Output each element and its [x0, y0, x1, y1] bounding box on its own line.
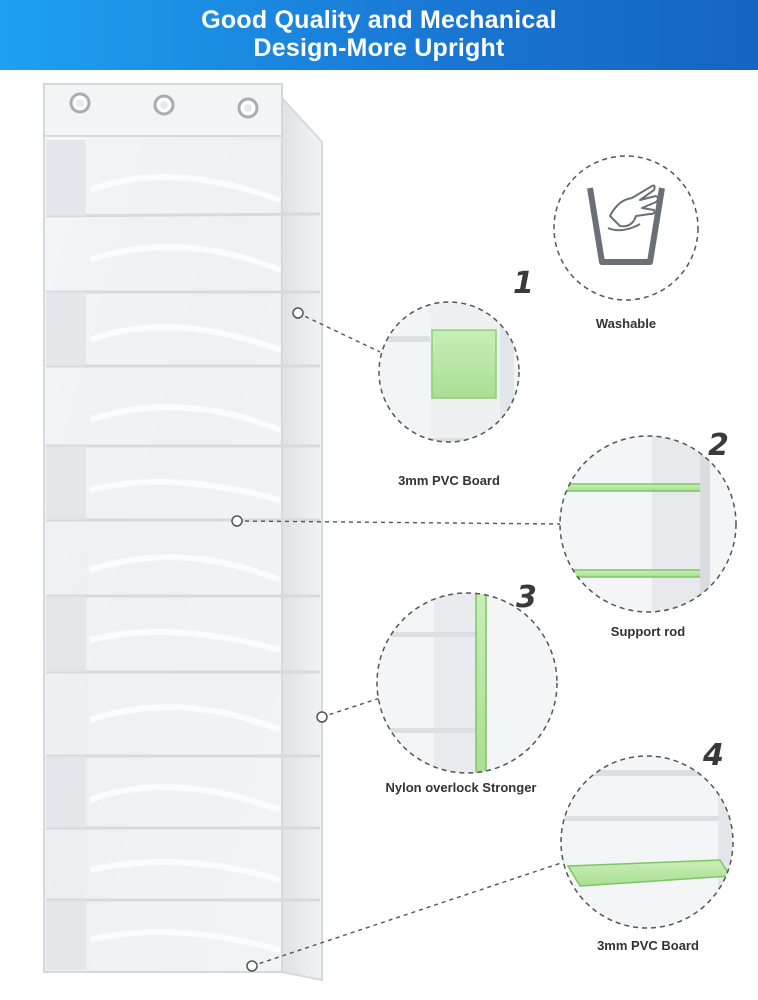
banner-title-line-1: Good Quality and Mechanical — [201, 6, 557, 34]
grommet-hole — [237, 97, 259, 119]
callout-anchor-2 — [231, 515, 243, 527]
grommet-hole — [153, 94, 175, 116]
hand-wash-basin-icon — [587, 184, 665, 265]
callout-anchor-1 — [292, 307, 304, 319]
caption-pvc-board-4: 3mm PVC Board — [597, 938, 699, 953]
pvc-board-callout-1 — [378, 301, 520, 443]
callout-anchor-3 — [316, 711, 328, 723]
caption-support-rod: Support rod — [610, 624, 686, 639]
washable-callout — [553, 155, 699, 301]
support-rod-callout-2 — [559, 435, 737, 613]
caption-pvc-board-1: 3mm PVC Board — [398, 473, 500, 488]
pvc-board-callout-4 — [560, 755, 734, 929]
callout-number-3: 3 — [516, 580, 537, 615]
grommet-hole — [69, 92, 91, 114]
door-organizer — [43, 83, 323, 982]
callout-anchor-4 — [246, 960, 258, 972]
callout-number-2: 2 — [708, 428, 729, 463]
title-banner: Good Quality and Mechanical Design-More … — [0, 0, 758, 70]
caption-washable: Washable — [595, 316, 657, 331]
caption-nylon-overlock: Nylon overlock Stronger — [385, 780, 537, 795]
callout-number-1: 1 — [513, 266, 534, 301]
callout-number-4: 4 — [703, 738, 724, 773]
banner-title-line-2: Design-More Upright — [253, 34, 505, 62]
nylon-overlock-callout-3 — [376, 592, 558, 774]
